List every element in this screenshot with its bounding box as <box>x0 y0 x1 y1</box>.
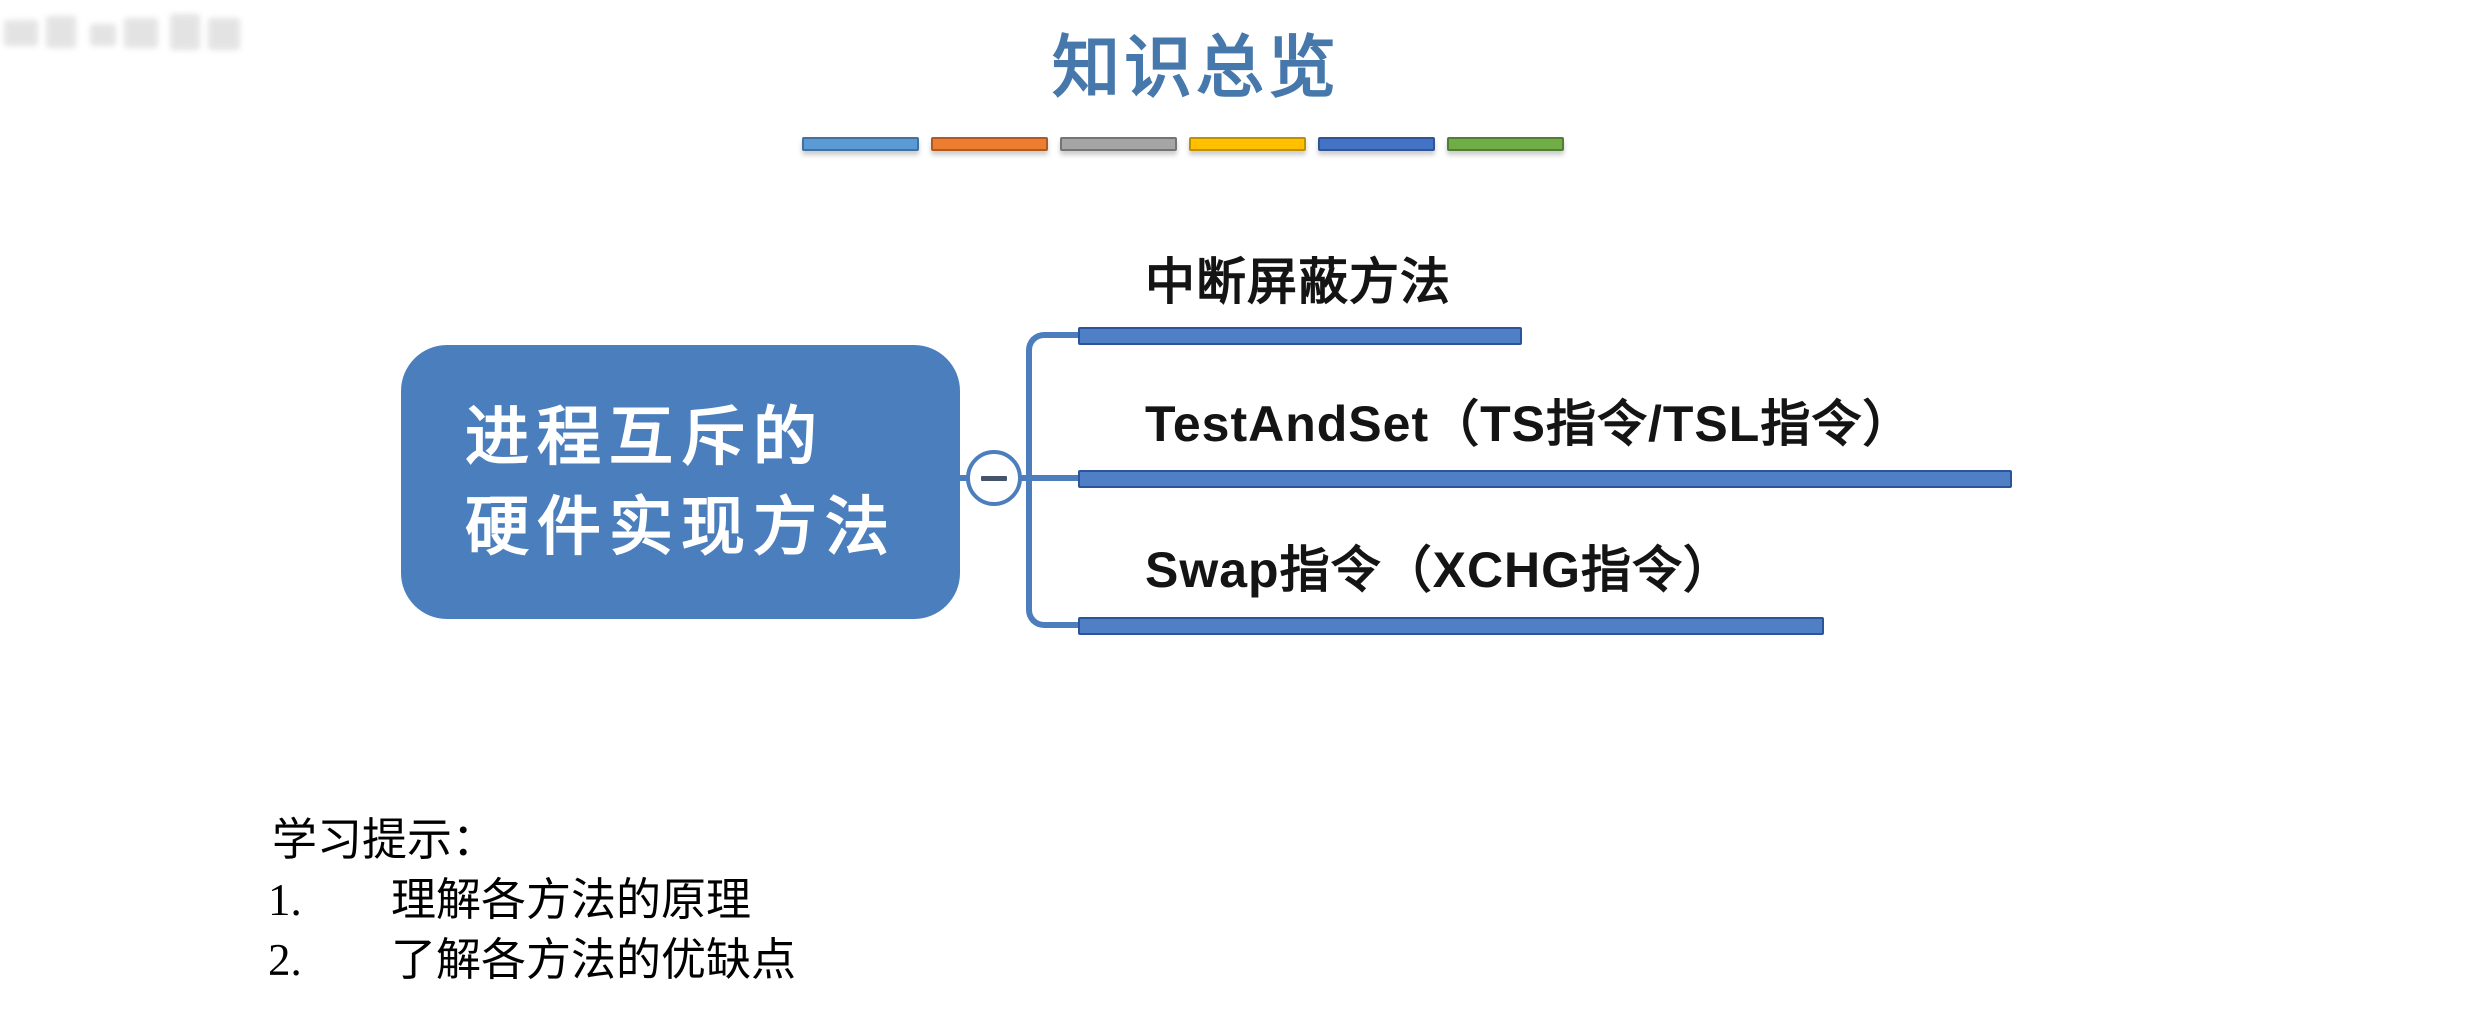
list-item-text: 理解各方法的原理 <box>391 875 752 925</box>
list-item: 2. 了解各方法的优缺点 <box>268 930 796 990</box>
divider-bar-yellow <box>1189 137 1306 151</box>
title-divider <box>802 137 1564 151</box>
divider-bar-orange <box>931 137 1048 151</box>
branch-node-testandset[interactable] <box>1078 470 2012 488</box>
watermark-blob <box>90 24 116 46</box>
connector-line-top <box>1026 332 1078 481</box>
branch-label-testandset: TestAndSet（TS指令/TSL指令） <box>1145 396 1914 452</box>
page-title: 知识总览 <box>1051 30 1340 106</box>
watermark-blob <box>4 20 38 46</box>
root-label-line1: 进程互斥的 <box>465 401 825 473</box>
watermark-blob <box>124 18 158 48</box>
branch-label-swap: Swap指令（XCHG指令） <box>1145 542 1735 598</box>
watermark-blob <box>208 18 240 50</box>
collapse-button[interactable] <box>966 450 1022 506</box>
watermark-blob <box>46 16 76 48</box>
divider-bar-dark-blue <box>1318 137 1435 151</box>
list-item-number: 2. <box>268 935 302 985</box>
study-tips: 学习提示： 1. 理解各方法的原理 2. 了解各方法的优缺点 <box>268 810 796 990</box>
list-item-number: 1. <box>268 875 302 925</box>
branch-node-interrupt-masking[interactable] <box>1078 327 1522 345</box>
connector-line-bottom <box>1026 475 1078 628</box>
divider-bar-gray <box>1060 137 1177 151</box>
list-item: 1. 理解各方法的原理 <box>268 870 796 930</box>
watermark-blob <box>170 14 200 50</box>
mindmap-root-node[interactable]: 进程互斥的 硬件实现方法 <box>401 345 960 619</box>
divider-bar-blue <box>802 137 919 151</box>
list-item-text: 了解各方法的优缺点 <box>391 935 797 985</box>
minus-icon <box>981 475 1007 481</box>
blurred-watermark <box>4 8 254 60</box>
branch-node-swap[interactable] <box>1078 617 1824 635</box>
study-tips-heading: 学习提示： <box>272 815 498 865</box>
divider-bar-green <box>1447 137 1564 151</box>
root-label-line2: 硬件实现方法 <box>465 491 897 563</box>
branch-label-interrupt-masking: 中断屏蔽方法 <box>1145 254 1451 310</box>
